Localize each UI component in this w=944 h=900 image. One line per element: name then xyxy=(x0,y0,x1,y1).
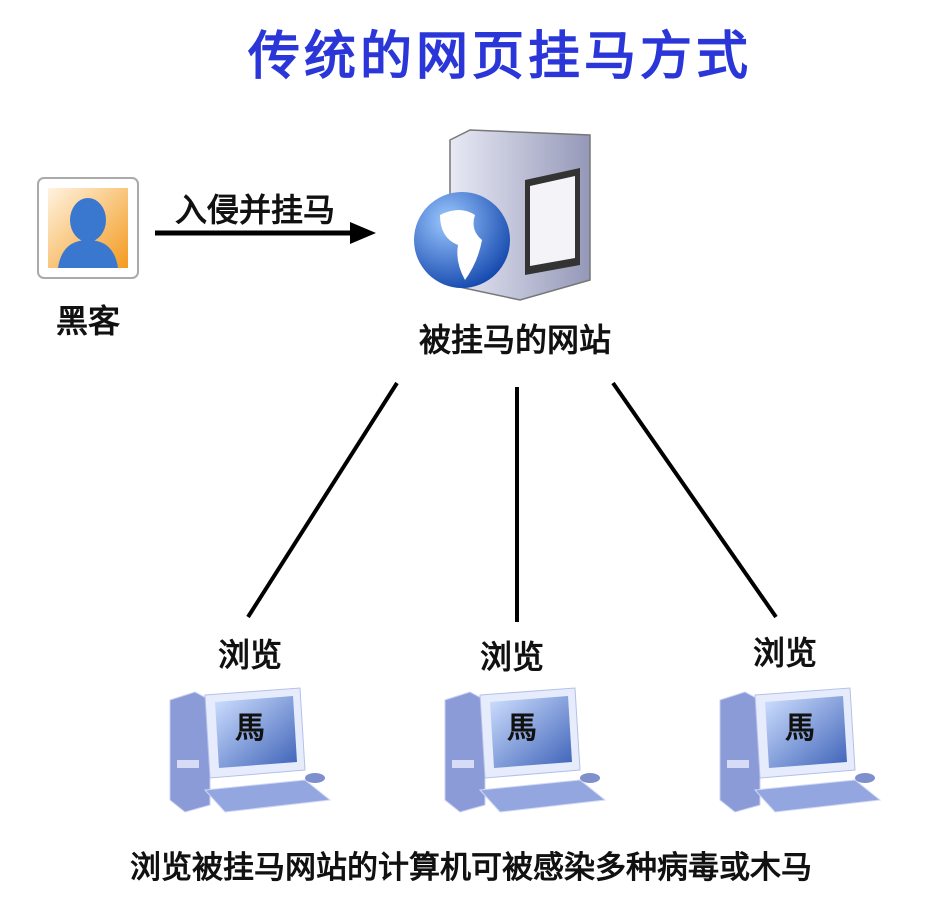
intrusion-arrow xyxy=(155,222,376,244)
arrow-label: 入侵并挂马 xyxy=(175,191,336,229)
screen-text: 馬 xyxy=(235,711,265,746)
link-line-left xyxy=(246,381,399,619)
hacker-label: 黑客 xyxy=(55,302,121,340)
link-line-right xyxy=(611,381,778,619)
client-computer-icon xyxy=(719,687,882,813)
screen-text: 馬 xyxy=(507,711,537,746)
client-action-label: 浏览 xyxy=(217,636,283,674)
caption: 浏览被挂马网站的计算机可被感染多种病毒或木马 xyxy=(130,850,812,886)
hacker-avatar-icon xyxy=(37,177,139,279)
client-computer-icon xyxy=(169,687,332,813)
screen-text: 馬 xyxy=(785,711,815,746)
client-action-label: 浏览 xyxy=(479,638,545,676)
client-action-label: 浏览 xyxy=(752,634,818,672)
diagram-title: 传统的网页挂马方式 xyxy=(247,26,752,87)
server-label: 被挂马的网站 xyxy=(418,321,612,359)
client-computer-icon xyxy=(444,687,607,813)
web-server-icon xyxy=(414,129,591,301)
